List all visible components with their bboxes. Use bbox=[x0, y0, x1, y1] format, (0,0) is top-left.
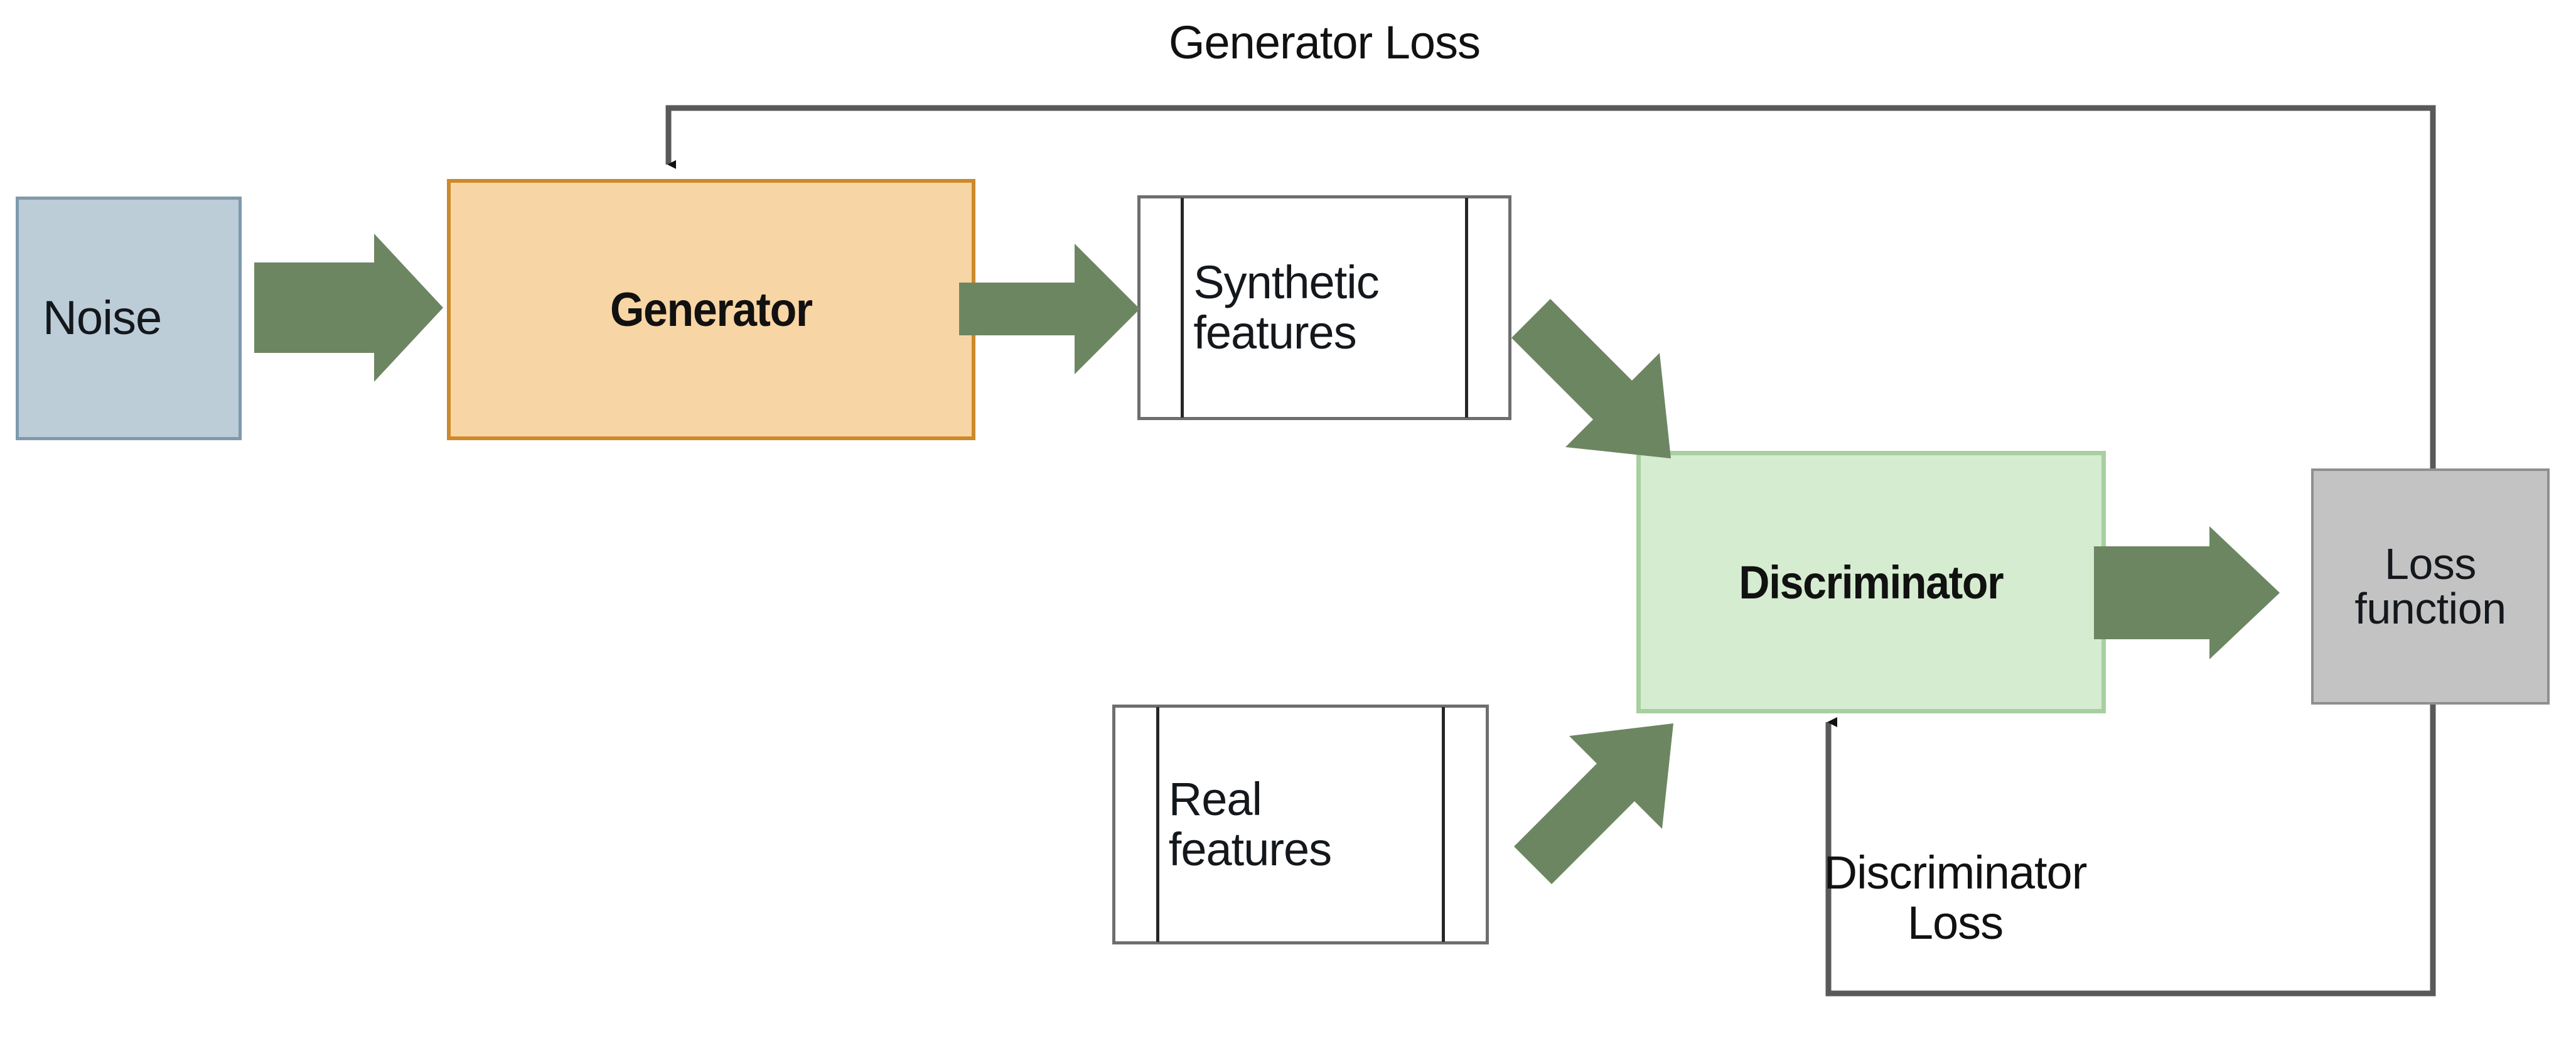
arrow-generator-to-synthetic bbox=[959, 244, 1140, 374]
arrow-synthetic-to-discriminator bbox=[1511, 299, 1671, 458]
node-real-features[interactable]: Real features bbox=[1112, 705, 1489, 944]
process-bar-left bbox=[1156, 707, 1159, 942]
node-synthetic-features[interactable]: Synthetic features bbox=[1137, 195, 1511, 420]
loss-function-label: Loss function bbox=[2354, 539, 2506, 633]
arrow-real-to-discriminator bbox=[1514, 723, 1673, 884]
arrow-noise-to-generator bbox=[254, 234, 443, 382]
node-discriminator[interactable]: Discriminator bbox=[1636, 451, 2106, 713]
process-bar-right bbox=[1442, 707, 1446, 942]
real-features-label: Real features bbox=[1168, 773, 1332, 875]
generator-label: Generator bbox=[610, 283, 813, 337]
discriminator-loss-edge-label: Discriminator Loss bbox=[1823, 846, 2088, 949]
process-bar-right bbox=[1464, 198, 1468, 418]
generator-loss-edge-label: Generator Loss bbox=[1168, 16, 1481, 68]
process-bar-left bbox=[1181, 198, 1184, 418]
synthetic-features-label: Synthetic features bbox=[1193, 256, 1379, 359]
node-generator[interactable]: Generator bbox=[447, 179, 975, 440]
discriminator-label: Discriminator bbox=[1739, 556, 2004, 608]
noise-label: Noise bbox=[43, 291, 162, 345]
arrow-discriminator-to-loss bbox=[2094, 526, 2280, 659]
node-noise[interactable]: Noise bbox=[16, 197, 242, 440]
node-loss-function[interactable]: Loss function bbox=[2311, 468, 2550, 705]
